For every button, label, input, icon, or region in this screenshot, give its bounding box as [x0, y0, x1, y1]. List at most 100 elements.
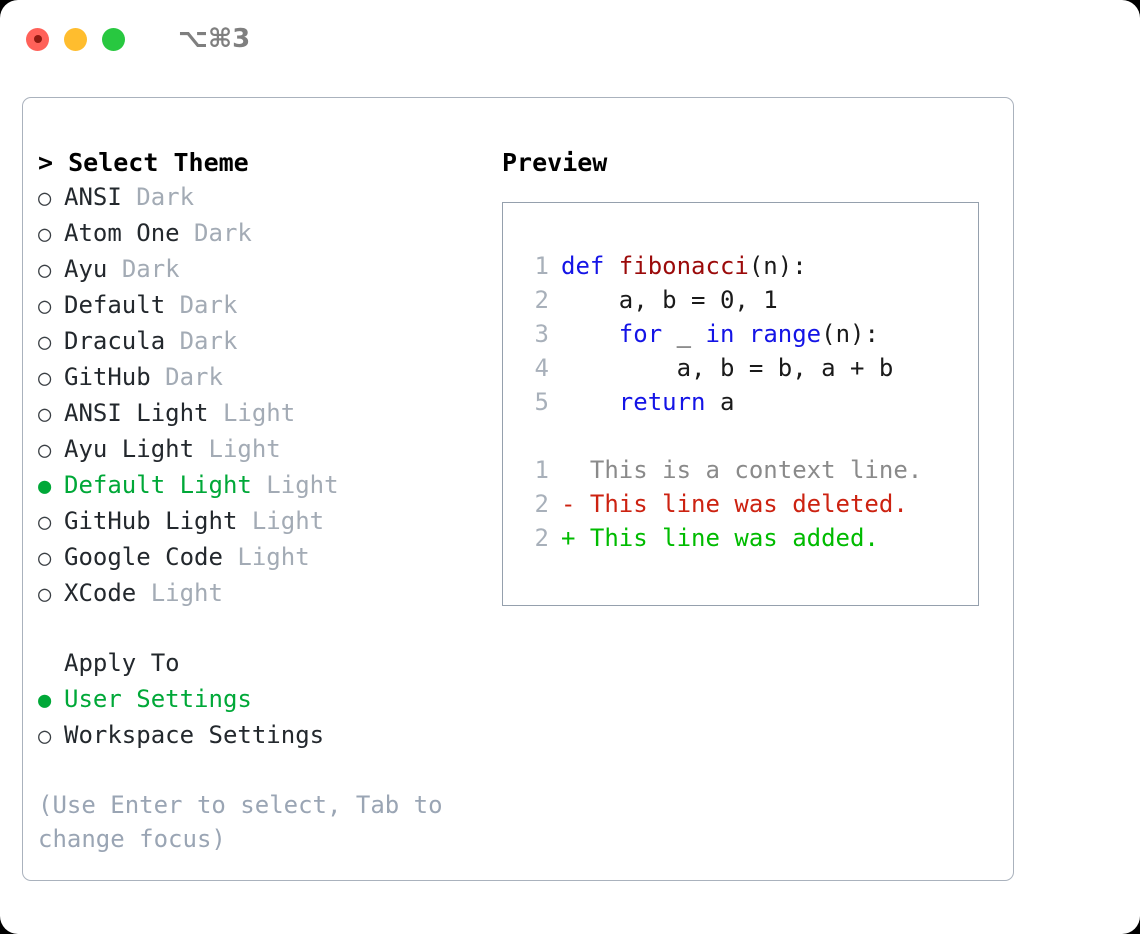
code-line-content: a, b = b, a + b: [561, 351, 894, 385]
theme-name-gap: [209, 396, 223, 430]
theme-list-item[interactable]: ○ Atom One Dark: [38, 216, 498, 252]
code-token: a, b = 0, 1: [561, 286, 778, 314]
keyboard-hint-text: (Use Enter to select, Tab to change focu…: [38, 791, 458, 853]
theme-name: Ayu Light: [64, 435, 195, 463]
theme-name-gap: [165, 324, 179, 358]
code-blank-line: [519, 419, 922, 453]
theme-category: Dark: [165, 363, 223, 391]
theme-list-item[interactable]: ○Ayu Dark: [38, 252, 498, 288]
theme-category: Dark: [194, 219, 252, 247]
apply-to-list: ●User Settings ○ Workspace Settings: [38, 682, 498, 754]
theme-list-item[interactable]: ○Dracula Dark: [38, 324, 498, 360]
radio-unselected-icon[interactable]: ○: [38, 294, 52, 319]
radio-unselected-icon[interactable]: ○: [38, 186, 52, 211]
theme-list-item[interactable]: ○ XCode Light: [38, 576, 498, 612]
radio-unselected-icon[interactable]: ○: [38, 366, 52, 391]
keyboard-shortcut-label: ⌥⌘3: [178, 24, 251, 54]
theme-category: Light: [222, 399, 296, 427]
radio-selected-icon[interactable]: ●: [38, 688, 52, 713]
theme-name-gap: [237, 504, 251, 538]
radio-selected-icon[interactable]: ●: [38, 474, 52, 499]
theme-name-gap: [180, 216, 194, 250]
radio-unselected-icon[interactable]: ○: [38, 724, 52, 749]
apply-to-label: Workspace Settings: [64, 721, 325, 749]
code-token: for: [618, 320, 663, 348]
code-token: [561, 320, 619, 348]
theme-name-gap: [151, 360, 165, 394]
title-bar: ⌥⌘3: [0, 0, 1140, 78]
apply-to-item[interactable]: ●User Settings: [38, 682, 498, 718]
code-token: a, b = b, a + b: [561, 354, 894, 382]
code-token: [561, 388, 619, 416]
theme-list-item[interactable]: ○ Ayu Light Light: [38, 432, 498, 468]
diff-line: 2+ This line was added.: [519, 521, 922, 555]
apply-to-item[interactable]: ○ Workspace Settings: [38, 718, 498, 754]
radio-unselected-icon[interactable]: ○: [38, 582, 52, 607]
theme-category: Light: [251, 507, 325, 535]
theme-name: GitHub Light: [64, 507, 238, 535]
radio-unselected-icon[interactable]: ○: [38, 402, 52, 427]
code-line-content: for _ in range(n):: [561, 317, 879, 351]
line-number: 2: [534, 286, 549, 314]
radio-unselected-icon[interactable]: ○: [38, 438, 52, 463]
theme-name: Dracula: [64, 327, 166, 355]
line-number: 5: [534, 388, 549, 416]
theme-list-item[interactable]: ○ GitHub Dark: [38, 360, 498, 396]
theme-category: Light: [237, 543, 310, 571]
apply-to-heading-indent: [38, 648, 64, 682]
radio-unselected-icon[interactable]: ○: [38, 258, 52, 283]
minimize-window-button[interactable]: [64, 27, 87, 51]
theme-list-item[interactable]: ○ ANSI Light Light: [38, 396, 498, 432]
radio-unselected-icon[interactable]: ○: [38, 330, 52, 355]
theme-category: Dark: [136, 183, 195, 211]
theme-list-item[interactable]: ○ Google Code Light: [38, 540, 498, 576]
radio-unselected-icon[interactable]: ○: [38, 546, 52, 571]
code-token: return: [618, 388, 706, 416]
theme-name-gap: [107, 252, 121, 286]
code-line-content: return a: [561, 385, 735, 419]
code-token: (n):: [821, 320, 879, 348]
radio-unselected-icon[interactable]: ○: [38, 222, 52, 247]
maximize-window-button[interactable]: [102, 27, 125, 51]
theme-category: Light: [150, 579, 223, 607]
theme-name: Default Light: [64, 471, 252, 499]
code-token: a: [705, 388, 735, 416]
theme-list-item[interactable]: ○ ANSI Dark: [38, 180, 498, 216]
code-line-content: def fibonacci(n):: [561, 249, 807, 283]
preview-heading: Preview: [502, 148, 608, 177]
theme-name: GitHub: [64, 363, 151, 391]
line-number: 1: [534, 252, 549, 280]
theme-name: Ayu: [64, 255, 108, 283]
theme-list-item[interactable]: ●Default Light Light: [38, 468, 498, 504]
code-token: range: [748, 320, 822, 348]
diff-line: 1 This is a context line.: [519, 453, 923, 487]
theme-name: ANSI: [64, 183, 122, 211]
theme-name-gap: [223, 540, 237, 574]
theme-category: Light: [208, 435, 281, 463]
line-number: 3: [534, 320, 549, 348]
close-window-button[interactable]: [26, 27, 49, 51]
theme-name: Google Code: [64, 543, 223, 571]
line-number: 2: [534, 490, 549, 518]
code-line: 2 a, b = 0, 1: [519, 283, 922, 317]
diff-line: 2- This line was deleted.: [519, 487, 922, 521]
theme-name: Default: [64, 291, 166, 319]
theme-name-gap: [252, 468, 266, 502]
code-line: 3 for _ in range(n):: [519, 317, 922, 351]
theme-name-gap: [136, 576, 150, 610]
radio-unselected-icon[interactable]: ○: [38, 510, 52, 535]
code-line: 4 a, b = b, a + b: [519, 351, 922, 385]
theme-list-item[interactable]: ○Default Dark: [38, 288, 498, 324]
code-token: fibonacci: [618, 252, 749, 280]
diff-line-content: + This line was added.: [561, 524, 879, 552]
traffic-lights: [26, 27, 125, 51]
code-token: [734, 320, 748, 348]
theme-list-item[interactable]: ○ GitHub Light Light: [38, 504, 498, 540]
line-number: 1: [534, 456, 549, 484]
theme-name: Atom One: [64, 219, 180, 247]
code-token: _: [662, 320, 706, 348]
theme-name: XCode: [64, 579, 137, 607]
theme-name: ANSI Light: [64, 399, 209, 427]
